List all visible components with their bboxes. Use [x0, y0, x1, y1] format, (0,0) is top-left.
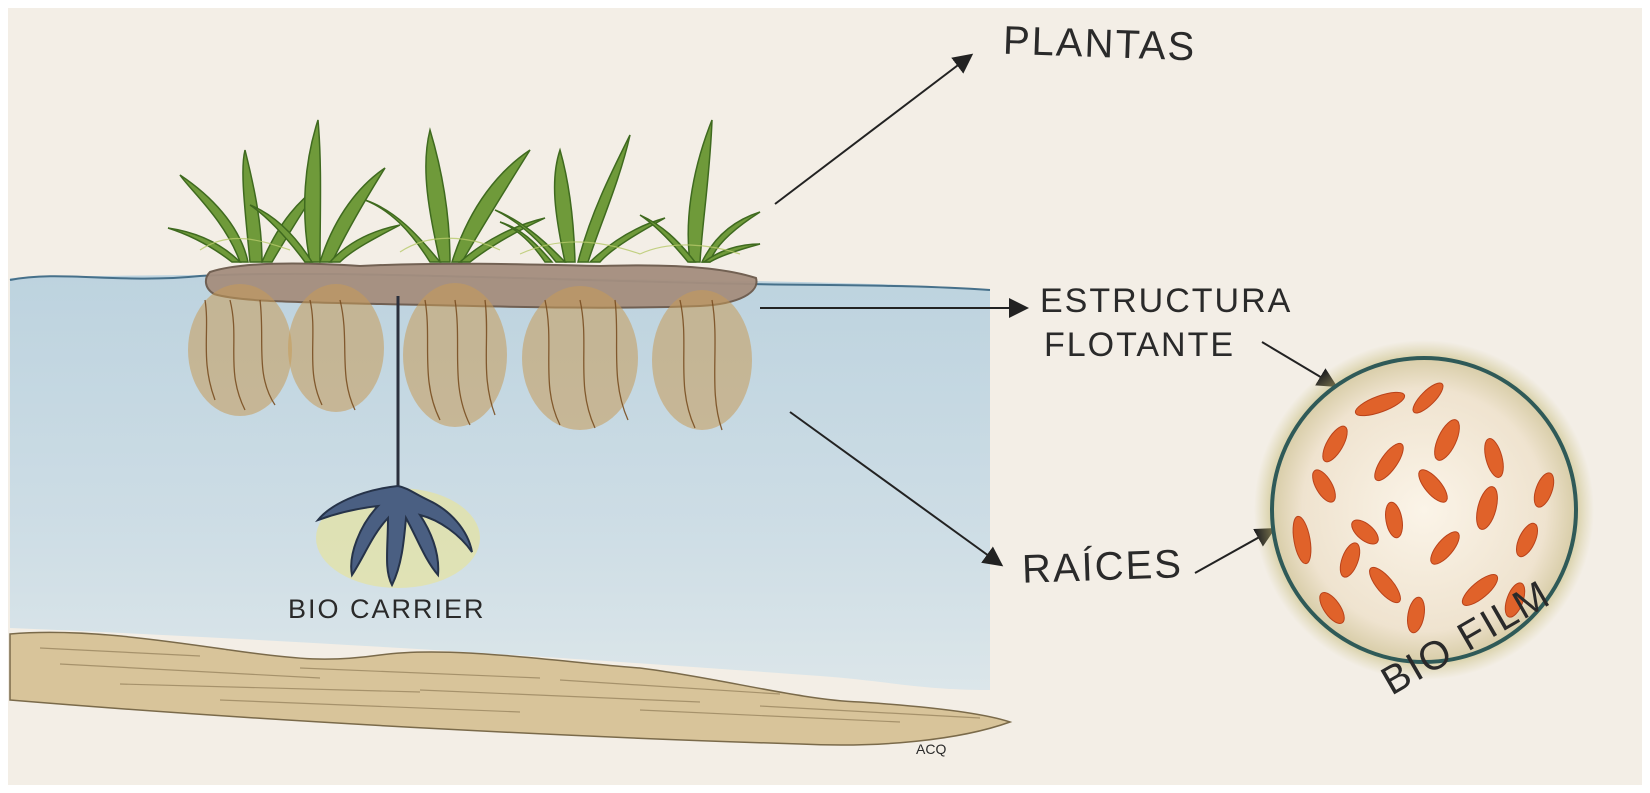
label-plantas: PLANTAS [1002, 21, 1197, 68]
label-bio-carrier: BIO CARRIER [288, 596, 486, 623]
label-estructura: ESTRUCTURA [1040, 284, 1292, 318]
biofilm-circle [1254, 340, 1594, 680]
artist-signature: ACQ [916, 742, 946, 756]
label-raices: RAÍCES [1021, 544, 1183, 590]
label-flotante: FLOTANTE [1044, 328, 1235, 362]
